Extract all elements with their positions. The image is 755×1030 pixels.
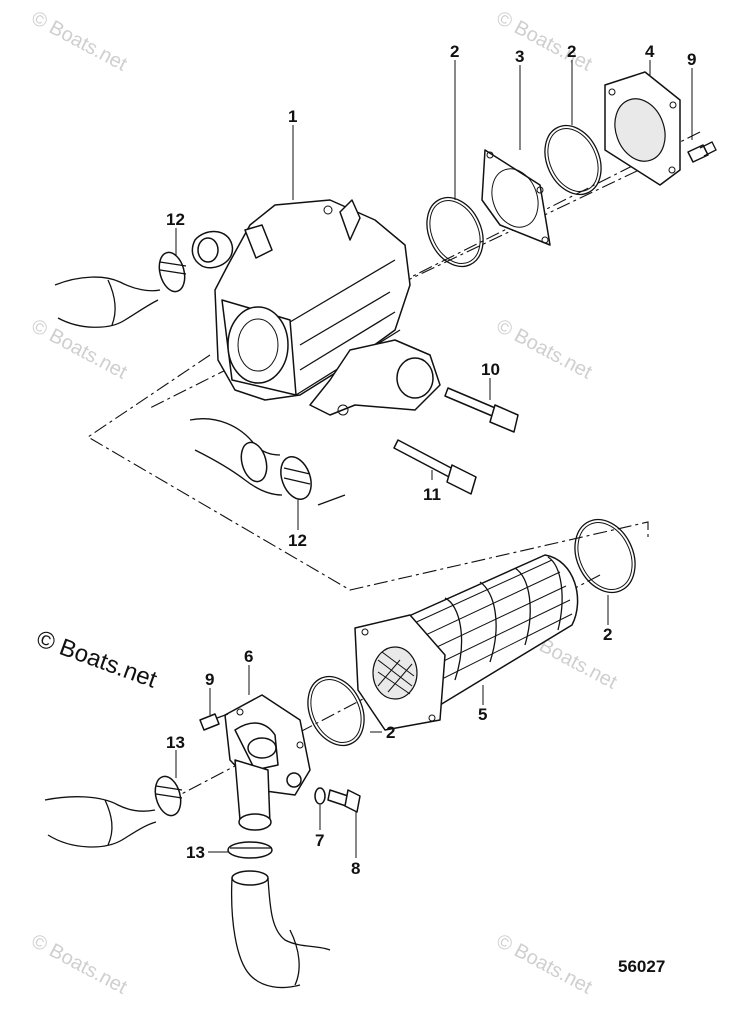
part-8-plug [327, 789, 361, 813]
diagram-number: 56027 [618, 957, 665, 976]
hose-lower-left [44, 796, 157, 848]
callout-12-middle: 12 [288, 531, 307, 550]
part-9-bolt-lower [199, 713, 229, 731]
hose-lower [231, 870, 331, 989]
callout-4: 4 [645, 42, 655, 61]
watermark-top-left: © Boats.net [28, 7, 131, 76]
hose-middle [189, 418, 346, 506]
callout-labels: 1 2 3 2 4 9 12 10 11 12 2 5 2 6 9 13 7 8… [166, 42, 696, 878]
watermark-bottom-right: © Boats.net [493, 930, 596, 999]
part-2-gasket-right [574, 518, 636, 594]
callout-8: 8 [351, 859, 360, 878]
part-1-housing [191, 199, 441, 416]
callout-7: 7 [315, 831, 324, 850]
callout-2-upper: 2 [450, 42, 459, 61]
part-13-clamp-left [154, 775, 183, 817]
callout-1: 1 [288, 107, 297, 126]
part-2-gasket-upper [426, 196, 484, 268]
part-5-cooler-core [354, 554, 579, 731]
watermark-top-right: © Boats.net [493, 7, 596, 76]
part-2-gasket-lower [307, 675, 365, 747]
callout-5: 5 [478, 705, 487, 724]
part-11-bolt [393, 439, 477, 495]
part-12-clamp-middle [280, 456, 312, 500]
callout-13-left: 13 [166, 733, 185, 752]
callout-11: 11 [423, 485, 441, 504]
leader-lines [175, 60, 693, 858]
hose-upper-left [54, 276, 161, 328]
callout-12-upper: 12 [166, 210, 185, 229]
part-3-plate [481, 149, 551, 246]
callout-9-upper: 9 [687, 50, 696, 69]
part-7-washer [314, 787, 326, 805]
part-10-bolt [444, 387, 519, 433]
part-2-gasket-upper-right [544, 124, 602, 196]
part-9-bolt-upper [687, 141, 717, 163]
watermark-bottom-left: © Boats.net [28, 930, 131, 999]
callout-2-right: 2 [603, 625, 612, 644]
part-12-clamp-upper [158, 251, 187, 293]
callout-3: 3 [515, 47, 524, 66]
callout-2-upper-right: 2 [567, 42, 576, 61]
part-13-clamp-lower [227, 841, 273, 859]
part-6-end-cover [224, 694, 311, 831]
callout-9-lower: 9 [205, 670, 214, 689]
callout-6: 6 [244, 647, 253, 666]
part-4-flange [604, 71, 681, 186]
copyright-text: © Boats.net [33, 625, 161, 693]
callout-2-lower: 2 [386, 723, 395, 742]
callout-13-lower: 13 [186, 843, 205, 862]
watermark-mid-right: © Boats.net [493, 315, 596, 384]
callout-10: 10 [481, 360, 500, 379]
